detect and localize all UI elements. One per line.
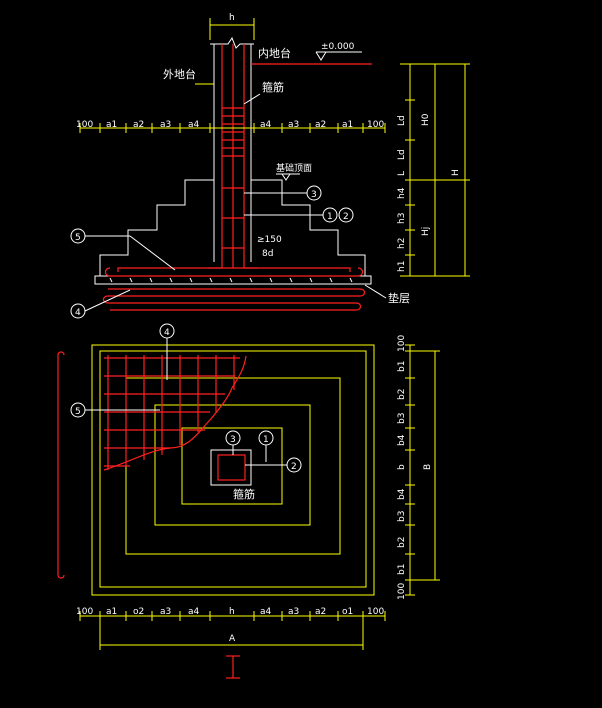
dim-right-Ld2: Ld [397,149,407,160]
plan-dim-r5: b [397,464,407,470]
dim-right-H0: H0 [421,113,431,126]
plan-dim-b7: a3 [288,607,299,617]
cushion-layer [94,275,372,285]
plan-column [210,449,252,486]
dim-tl-4: a4 [188,120,200,130]
svg-text:2: 2 [343,212,349,222]
callout-2-section [338,207,354,223]
plan-dim-b2: o2 [133,607,144,617]
plan-dim-r0: 100 [397,335,407,352]
dim-right-h1: h1 [397,261,407,272]
label-anchor-bend: ≥150 [257,235,282,245]
svg-text:5: 5 [75,233,81,243]
plan-square-4 [154,404,311,526]
svg-text:1: 1 [327,212,333,222]
plan-dim-b3: a3 [160,607,171,617]
dim-right-h2: h2 [397,238,407,249]
dim-column-width: h [229,13,235,23]
plan-square-5 [181,427,283,505]
plan-dim-b8: a2 [315,607,326,617]
plan-dim-b9: o1 [342,607,353,617]
dim-tl-3: a3 [160,120,171,130]
bottom-rebar [117,267,351,272]
plan-dim-r2: b2 [397,389,407,400]
dim-tr-4: 100 [367,120,384,130]
plan-dim-b5: h [229,607,235,617]
label-anchor-d: 8d [262,249,273,259]
dim-tr-0: a4 [260,120,272,130]
plan-square-1 [91,344,375,596]
plan-dim-r3: b3 [397,413,407,424]
plan-dim-r1: b1 [397,361,407,372]
dim-tr-1: a3 [288,120,299,130]
plan-dim-b1: a1 [106,607,117,617]
label-outer-ground: 外地台 [163,67,196,81]
label-foundation-top: 基础顶面 [276,162,312,174]
foundation-top-triangle-icon [281,173,291,181]
section-view: h 内地台 外地台 ±0.000 箍筋 [70,13,470,319]
rebar-grid [103,355,247,471]
svg-text:1: 1 [263,435,269,445]
elevation-triangle-icon [315,51,327,61]
dim-right-Hj: Hj [421,227,431,236]
label-cushion: 垫层 [388,291,410,305]
dim-right-Ld1: Ld [397,115,407,126]
plan-dim-total-b: B [423,464,433,470]
column-stirrups [222,107,244,249]
label-plan-stirrup: 箍筋 [233,487,255,501]
dim-right-h4: h4 [397,187,407,199]
dim-tl-1: a1 [106,120,117,130]
plan-dim-r4: b4 [397,434,407,446]
plan-dim-b4: a4 [188,607,200,617]
plan-square-3 [125,377,341,555]
dim-tr-2: a2 [315,120,326,130]
svg-text:4: 4 [164,328,170,338]
dim-tl-0: 100 [76,120,93,130]
dim-tr-3: a1 [342,120,353,130]
svg-text:4: 4 [75,308,81,318]
dim-tl-2: a2 [133,120,144,130]
svg-text:5: 5 [75,407,81,417]
dim-right-h3: h3 [397,213,407,224]
label-inner-ground: 内地台 [258,46,291,60]
plan-dim-b0: 100 [76,607,93,617]
svg-text:3: 3 [311,190,317,200]
plan-dim-r8: b2 [397,537,407,548]
plan-column-stirrup [217,454,246,481]
plan-dim-total-a: A [229,634,236,644]
plan-dim-r7: b3 [397,511,407,522]
dim-right-H: H [451,169,461,176]
svg-text:2: 2 [291,462,297,472]
svg-text:3: 3 [230,435,236,445]
plan-dim-b6: a4 [260,607,272,617]
label-elevation: ±0.000 [321,42,355,52]
plan-dim-b10: 100 [367,607,384,617]
plan-dim-r6: b4 [397,488,407,500]
plan-view: 箍筋 4 5 3 1 [57,323,440,679]
plan-dim-r9: b1 [397,564,407,575]
label-stirrup: 箍筋 [262,80,284,94]
plan-dim-r10: 100 [397,583,407,600]
plan-square-2 [99,350,367,588]
plan-rebar-loops [102,288,366,311]
dim-right-L: L [397,171,407,176]
column-break-line [210,36,254,49]
